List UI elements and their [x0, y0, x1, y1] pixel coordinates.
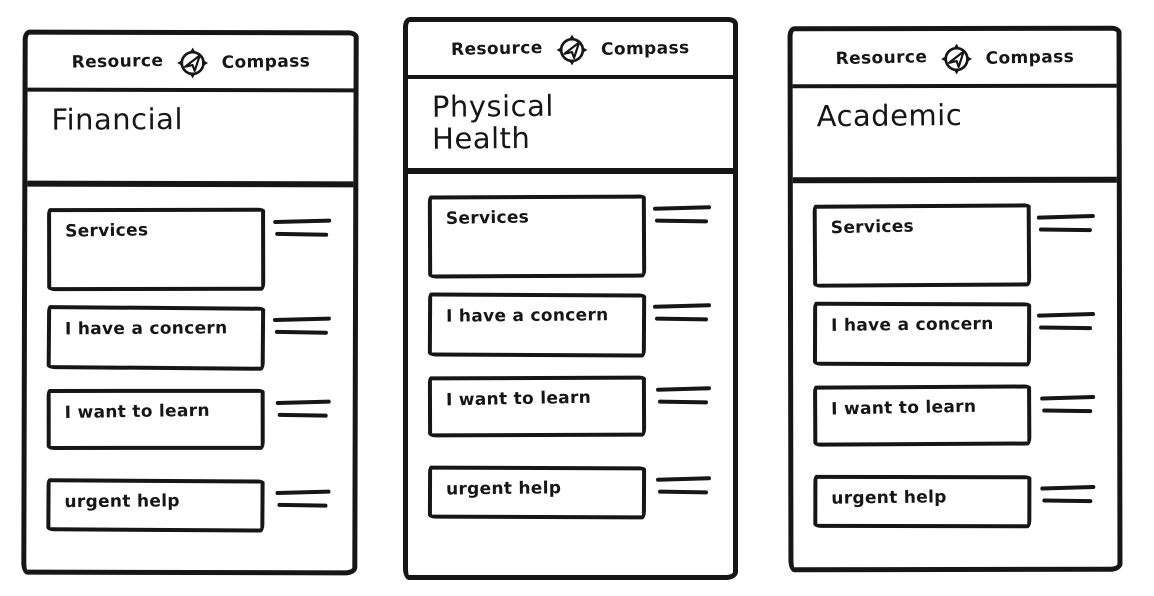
category-title-bar: Physical Health — [408, 79, 733, 174]
urgent-help-button[interactable]: urgent help — [813, 474, 1032, 529]
button-label: Services — [830, 216, 915, 239]
button-label: Services — [64, 220, 149, 242]
concern-button[interactable]: I have a concern — [812, 301, 1032, 367]
category-title-bar: Financial — [27, 91, 354, 188]
app-screen-financial: Resource Compass Financial Services — [21, 29, 359, 576]
button-label: I want to learn — [445, 387, 592, 411]
button-label: I want to learn — [64, 400, 210, 424]
app-header: Resource Compass — [408, 22, 733, 79]
double-lines-icon — [1040, 394, 1096, 422]
double-lines-icon — [275, 399, 331, 426]
double-lines-icon — [272, 316, 331, 343]
compass-icon — [172, 42, 212, 82]
screen-body: Services I have a concern I want to lear… — [408, 174, 733, 520]
urgent-help-button[interactable]: urgent help — [46, 478, 265, 533]
double-lines-icon — [655, 476, 712, 503]
button-label: I have a concern — [830, 314, 994, 336]
button-label: I want to learn — [830, 396, 977, 420]
double-lines-icon — [652, 303, 712, 330]
services-button[interactable]: Services — [47, 207, 266, 292]
double-lines-icon — [1036, 311, 1096, 339]
learn-button[interactable]: I want to learn — [46, 388, 265, 451]
category-title: Academic — [816, 97, 963, 134]
concern-button[interactable]: I have a concern — [427, 292, 647, 358]
double-lines-icon — [652, 205, 712, 232]
double-lines-icon — [655, 386, 712, 413]
button-label: Services — [445, 207, 530, 229]
category-title-bar: Academic — [792, 87, 1117, 184]
app-screen-physical-health: Resource Compass Physical Health Service… — [403, 17, 738, 580]
brand-text-resource: Resource — [451, 37, 544, 60]
app-header: Resource Compass — [27, 34, 354, 93]
brand-text-compass: Compass — [984, 46, 1074, 69]
double-lines-icon — [275, 489, 331, 516]
button-label: urgent help — [831, 487, 947, 509]
learn-button[interactable]: I want to learn — [813, 384, 1032, 447]
category-title: Financial — [51, 102, 184, 137]
brand-text-resource: Resource — [71, 50, 164, 73]
compass-icon — [552, 30, 592, 70]
urgent-help-button[interactable]: urgent help — [427, 465, 647, 520]
brand-text-compass: Compass — [600, 37, 690, 60]
category-title: Physical Health — [431, 88, 554, 157]
app-header: Resource Compass — [792, 30, 1117, 89]
concern-button[interactable]: I have a concern — [46, 305, 266, 371]
brand-text-compass: Compass — [221, 50, 310, 73]
screen-body: Services I have a concern I want to lear… — [26, 187, 353, 533]
brand-text-resource: Resource — [835, 46, 928, 69]
double-lines-icon — [1040, 484, 1096, 512]
services-button[interactable]: Services — [812, 203, 1032, 288]
screen-body: Services I have a concern I want to lear… — [793, 183, 1118, 529]
double-lines-icon — [273, 218, 332, 245]
button-label: I have a concern — [64, 318, 228, 340]
services-button[interactable]: Services — [427, 194, 647, 279]
button-label: urgent help — [64, 491, 180, 513]
app-screen-academic: Resource Compass Academic Services — [787, 25, 1123, 573]
learn-button[interactable]: I want to learn — [427, 375, 647, 438]
button-label: urgent help — [445, 478, 562, 500]
button-label: I have a concern — [445, 305, 609, 327]
double-lines-icon — [1036, 213, 1095, 241]
compass-icon — [936, 38, 976, 78]
